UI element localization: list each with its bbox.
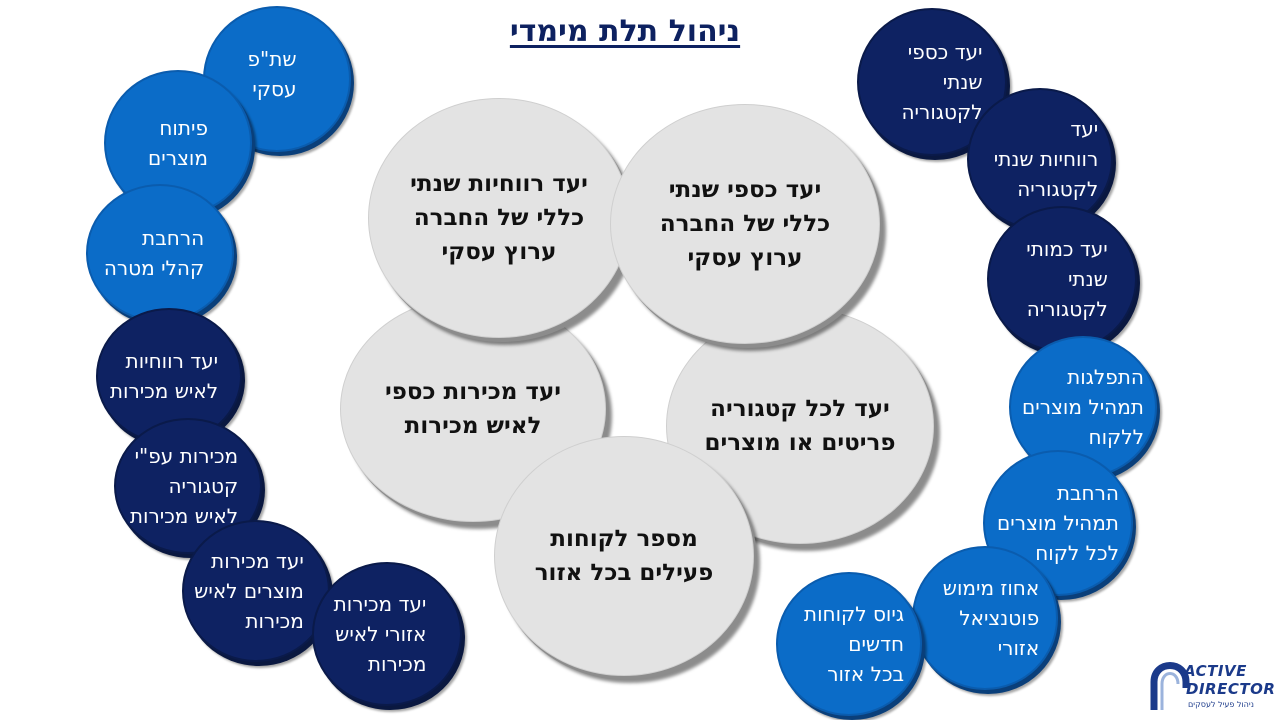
circle-annual-profitability-target: יעד רווחיות שנתי כללי של החברה ערוץ עסקי — [368, 98, 630, 338]
circle-label: התפלגות תמהיל מוצרים ללקוח — [1022, 365, 1144, 449]
circle-new-customer-recruitment: גיוס לקוחות חדשים בכל אזור — [776, 572, 922, 716]
circle-label: יעד רווחיות שנתי לקטגוריה — [993, 117, 1099, 201]
logo-text-active: ACTIVE — [1184, 662, 1247, 680]
circle-label: פיתוח מוצרים — [148, 116, 208, 170]
circle-label: גיוס לקוחות חדשים בכל אזור — [803, 602, 905, 686]
circle-label: יעד מכירות כספי לאיש מכירות — [384, 379, 562, 439]
circle-label: הרחבת תמהיל מוצרים לכל לקוח — [997, 481, 1119, 565]
circle-active-customers-per-region: מספר לקוחות פעילים בכל אזור — [494, 436, 754, 676]
circle-regional-potential-realization: אחוז מימוש פוטנציאל אזורי — [912, 546, 1058, 690]
circle-label: יעד רווחיות לאיש מכירות — [109, 349, 219, 403]
logo-a-icon — [1150, 662, 1190, 710]
circle-annual-financial-target: יעד כספי שנתי כללי של החברה ערוץ עסקי — [610, 104, 880, 344]
circle-annual-profitability-per-category: יעד רווחיות שנתי לקטגוריה — [967, 88, 1113, 230]
circle-regional-sales-per-salesperson: יעד מכירות אזורי לאיש מכירות — [312, 562, 462, 706]
circle-label: יעד כמותי שנתי לקטגוריה — [1026, 237, 1108, 321]
circle-label: יעד כספי שנתי כללי של החברה ערוץ עסקי — [659, 177, 831, 271]
circle-label: יעד מכירות מוצרים לאיש מכירות — [194, 549, 304, 633]
circle-label: יעד לכל קטגוריה פריטים או מוצרים — [704, 396, 896, 456]
circle-target-audience-expansion: הרחבת קהלי מטרה — [86, 184, 234, 322]
circle-label: מכירות עפ"י קטגוריה לאיש מכירות — [129, 444, 239, 528]
circle-label: יעד מכירות אזורי לאיש מכירות — [333, 592, 427, 676]
circle-label: יעד רווחיות שנתי כללי של החברה ערוץ עסקי — [410, 171, 588, 265]
circle-label: אחוז מימוש פוטנציאל אזורי — [942, 576, 1040, 660]
circle-product-sales-per-salesperson: יעד מכירות מוצרים לאיש מכירות — [182, 520, 330, 662]
page-title: ניהול תלת מימדי — [509, 14, 741, 49]
circle-label: הרחבת קהלי מטרה — [103, 226, 205, 280]
circle-annual-quantity-per-category: יעד כמותי שנתי לקטגוריה — [987, 206, 1137, 352]
circle-label: מספר לקוחות פעילים בכל אזור — [534, 526, 714, 586]
circle-label: יעד כספי שנתי לקטגוריה — [901, 40, 983, 124]
logo-text-director: DIRECTOR — [1186, 680, 1276, 698]
circle-sales-by-category: מכירות עפ"י קטגוריה לאיש מכירות — [114, 418, 262, 554]
active-director-logo: ACTIVE DIRECTOR ניהול פעיל לעסקים — [1148, 648, 1276, 714]
circle-label: שת"פ עסקי — [247, 47, 297, 101]
logo-tagline: ניהול פעיל לעסקים — [1188, 700, 1254, 709]
